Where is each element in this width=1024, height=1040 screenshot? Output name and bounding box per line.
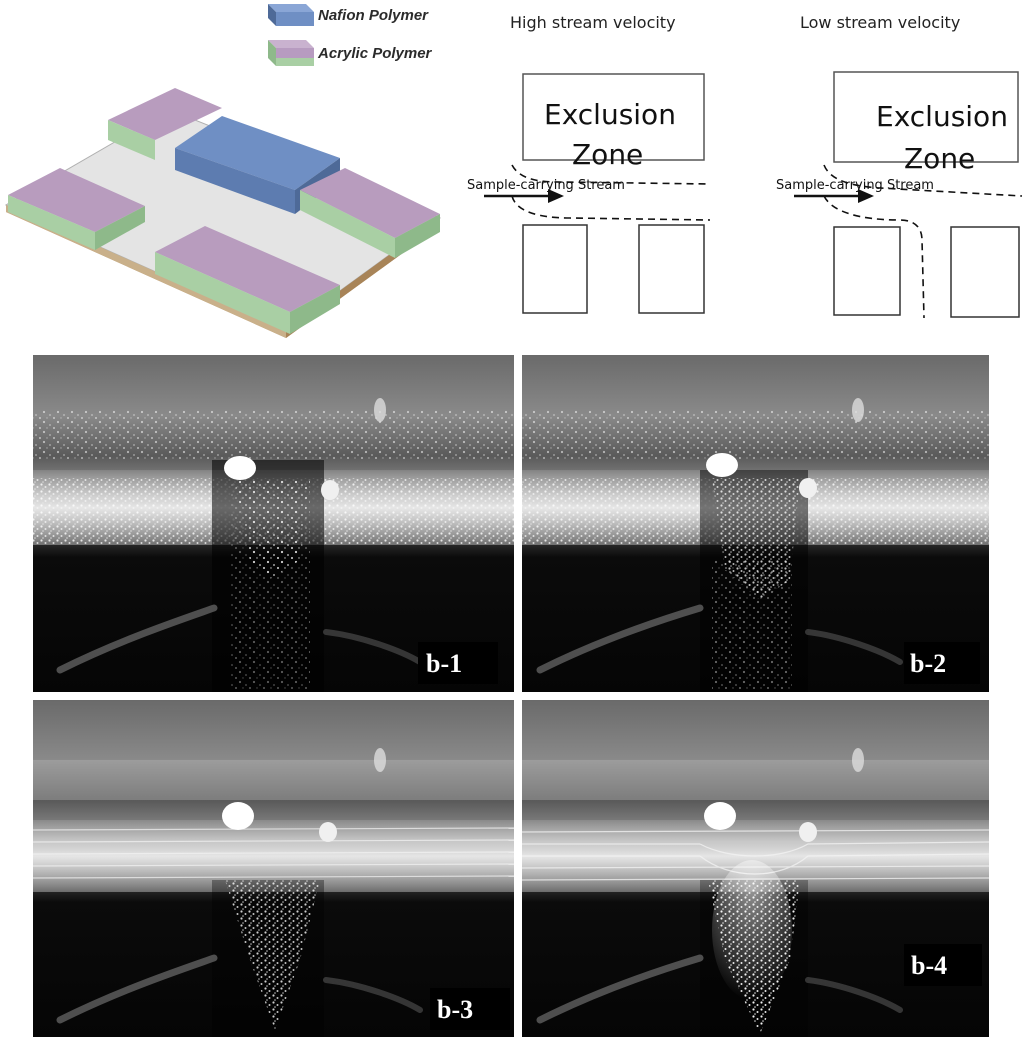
stream-boundary-top-high	[511, 164, 711, 185]
schematic-low-title: Low stream velocity	[800, 13, 960, 32]
fiber-artifact-right	[805, 629, 903, 665]
bubble-artifact	[852, 398, 864, 422]
exclusion-zone-box-high	[522, 73, 705, 161]
panel-label: b-1	[426, 649, 462, 678]
fiber-artifact-left	[56, 954, 218, 1024]
exclusion-zone-label-high-line2: Zone	[572, 138, 643, 171]
fiber-artifact-right	[805, 977, 903, 1013]
panel-label-box	[418, 642, 498, 684]
panel-label: b-3	[437, 995, 473, 1024]
legend-label-acrylic: Acrylic Polymer	[317, 45, 433, 62]
acrylic-block-right-top	[300, 168, 440, 238]
electrode-tip-left	[222, 802, 254, 830]
fiber-artifact-left	[536, 604, 704, 674]
electrode-tip-right	[799, 478, 817, 498]
electrode-tip-right	[319, 822, 337, 842]
exclusion-zone-box-low	[833, 71, 1019, 163]
photo-panel-b2: b-2	[522, 355, 989, 692]
nafion-block-top	[175, 116, 340, 190]
acrylic-block-left-side	[95, 206, 145, 250]
acrylic-block-back-left-top	[108, 88, 222, 140]
bubble-artifact	[374, 748, 386, 772]
fiber-artifact-right	[323, 629, 423, 665]
stream-boundary-top-low	[823, 164, 1023, 197]
particle-plume	[225, 880, 320, 1030]
exclusion-zone-label-low-line2: Zone	[904, 142, 975, 175]
exclusion-zone-label-low-line1: Exclusion	[876, 100, 1008, 133]
electrode-tip-right	[321, 480, 339, 500]
stream-boundary-bottom-low	[823, 195, 925, 319]
electrode-tip-left	[706, 453, 738, 477]
bubble-artifact	[374, 398, 386, 422]
photo-panel-b3: b-3	[32, 700, 515, 1037]
stream-arrow-head-low	[858, 189, 874, 203]
channel-block-right-high	[638, 224, 705, 314]
photo-panel-b1: b-1	[33, 355, 514, 692]
legend-label-nafion: Nafion Polymer	[318, 7, 429, 24]
particle-field-upper	[522, 410, 989, 460]
particle-field-upper	[33, 760, 514, 800]
schematic-high-velocity: High stream velocity Exclusion Zone Samp…	[467, 13, 711, 314]
acrylic-block-right-front	[300, 190, 395, 258]
stream-label-low: Sample-carrying Stream	[776, 178, 934, 193]
acrylic-block-front-front	[155, 252, 290, 334]
electrode-tip-left	[224, 456, 256, 480]
stream-lines	[32, 827, 515, 879]
electrode-tip-right	[799, 822, 817, 842]
legend-swatch-acrylic	[268, 40, 314, 66]
particle-field-upper	[33, 410, 514, 460]
microfluidic-device-3d	[4, 88, 442, 338]
nafion-block-front	[175, 148, 295, 214]
electrode-tip-left	[704, 802, 736, 830]
panel-label: b-2	[910, 649, 946, 678]
legend: Nafion Polymer Acrylic Polymer	[268, 4, 433, 66]
panel-label-box	[430, 988, 510, 1030]
exclusion-zone-label-high-line1: Exclusion	[544, 98, 676, 131]
schematic-high-title: High stream velocity	[510, 13, 676, 32]
particle-column	[230, 480, 310, 690]
particle-concentration-glow	[712, 860, 792, 1000]
stream-label-high: Sample-carrying Stream	[467, 178, 625, 193]
stream-boundary-bottom-high	[511, 195, 711, 221]
bubble-artifact	[852, 748, 864, 772]
schematic-low-velocity: Low stream velocity Exclusion Zone Sampl…	[776, 13, 1023, 319]
legend-swatch-nafion	[268, 4, 314, 26]
particle-field-upper	[522, 760, 989, 800]
photo-panel-b4: b-4	[521, 700, 990, 1037]
acrylic-block-back-left-front	[108, 120, 155, 160]
acrylic-block-left-top	[8, 168, 145, 232]
fiber-artifact-left	[56, 604, 218, 674]
channel-block-right-low	[950, 226, 1020, 318]
panel-label-box	[904, 642, 980, 684]
panel-label-box	[904, 944, 982, 986]
channel-block-left-high	[522, 224, 588, 314]
acrylic-block-left-front	[8, 195, 95, 250]
panel-label: b-4	[911, 951, 947, 980]
acrylic-block-front-side	[290, 285, 340, 334]
channel-block-left-low	[833, 226, 901, 316]
stream-arrow-head-high	[548, 189, 564, 203]
fiber-artifact-right	[323, 977, 423, 1013]
acrylic-block-front-top	[155, 226, 340, 312]
acrylic-block-right-side	[395, 214, 440, 258]
fiber-artifact-left	[536, 954, 704, 1024]
particle-column	[712, 560, 792, 690]
